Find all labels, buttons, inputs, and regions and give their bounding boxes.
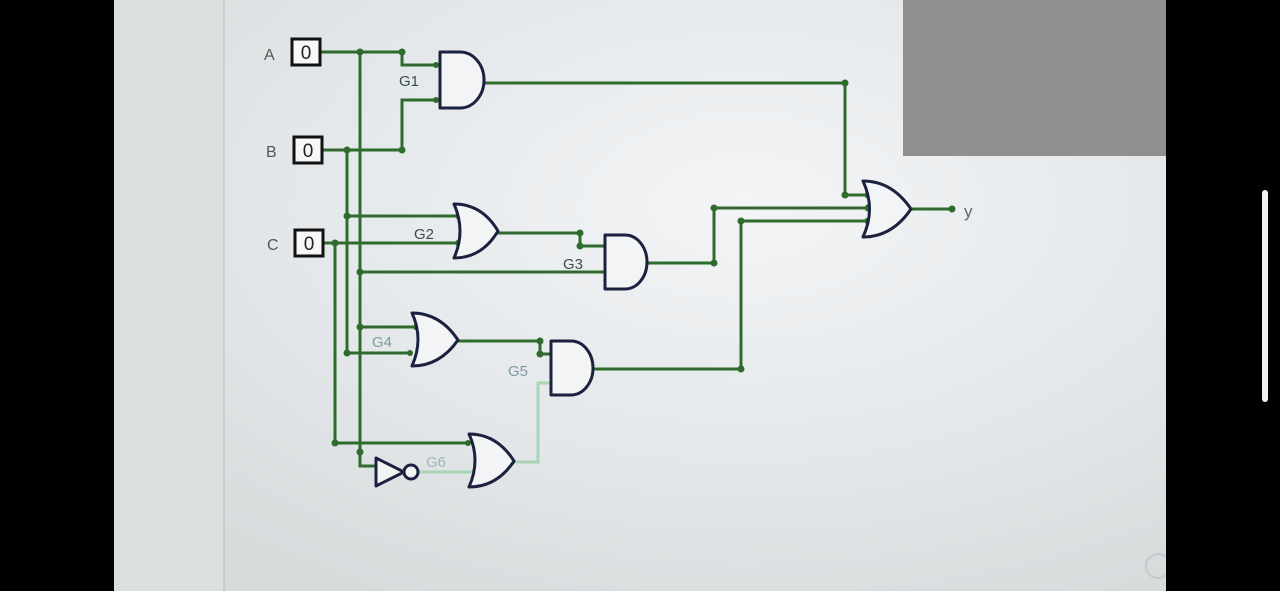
wire-g6-g5 — [512, 381, 554, 464]
gates — [374, 50, 913, 489]
g2-or-gate[interactable] — [452, 202, 500, 260]
input-b-box[interactable] — [292, 135, 324, 165]
input-c-label: C — [267, 237, 279, 254]
not-gate-bubble — [402, 463, 420, 481]
g7-or-gate[interactable] — [861, 179, 913, 239]
wire-g5-g7 — [590, 219, 870, 371]
input-a-value: 0 — [301, 43, 312, 64]
wire-b-g1 — [320, 98, 438, 152]
input-b-value: 0 — [303, 141, 314, 162]
wire-a-not — [358, 450, 378, 468]
input-a-label: A — [264, 47, 275, 64]
input-a-box[interactable] — [290, 37, 322, 67]
circuit-photo: 0 A 0 B 0 C — [114, 0, 1166, 591]
wire-g4-g5 — [454, 339, 556, 356]
g4-label: G4 — [372, 334, 392, 351]
input-a[interactable]: 0 — [290, 37, 322, 67]
input-c[interactable]: 0 — [293, 228, 325, 258]
gate-labels: G1 G2 G3 G4 G5 G6 — [372, 73, 583, 471]
g1-label: G1 — [399, 73, 419, 90]
circuit-diagram: 0 A 0 B 0 C — [114, 0, 1166, 591]
g4-or-gate[interactable] — [410, 311, 460, 368]
input-b-label: B — [266, 144, 277, 161]
g5-label: G5 — [508, 363, 528, 380]
output-y-label: y — [964, 202, 973, 221]
inactive-wires — [419, 381, 554, 474]
g1-and-gate[interactable] — [438, 50, 486, 110]
scroll-handle[interactable] — [1262, 190, 1268, 402]
wire-g2-g3 — [494, 231, 610, 248]
g3-and-gate[interactable] — [603, 233, 649, 291]
left-margin — [114, 0, 224, 591]
g6-or-gate[interactable] — [467, 432, 516, 489]
g5-and-gate[interactable] — [549, 339, 595, 397]
g2-label: G2 — [414, 226, 434, 243]
corner-circle-icon — [1145, 553, 1166, 579]
g6-label: G6 — [426, 454, 446, 471]
grey-overlay — [903, 0, 1166, 156]
wire-g1-g7 — [482, 81, 870, 197]
input-b[interactable]: 0 — [292, 135, 324, 165]
input-c-box[interactable] — [293, 228, 325, 258]
not-gate[interactable] — [374, 456, 406, 488]
g3-label: G3 — [563, 256, 583, 273]
input-c-value: 0 — [304, 234, 315, 255]
wire-g3-g7 — [645, 206, 870, 265]
